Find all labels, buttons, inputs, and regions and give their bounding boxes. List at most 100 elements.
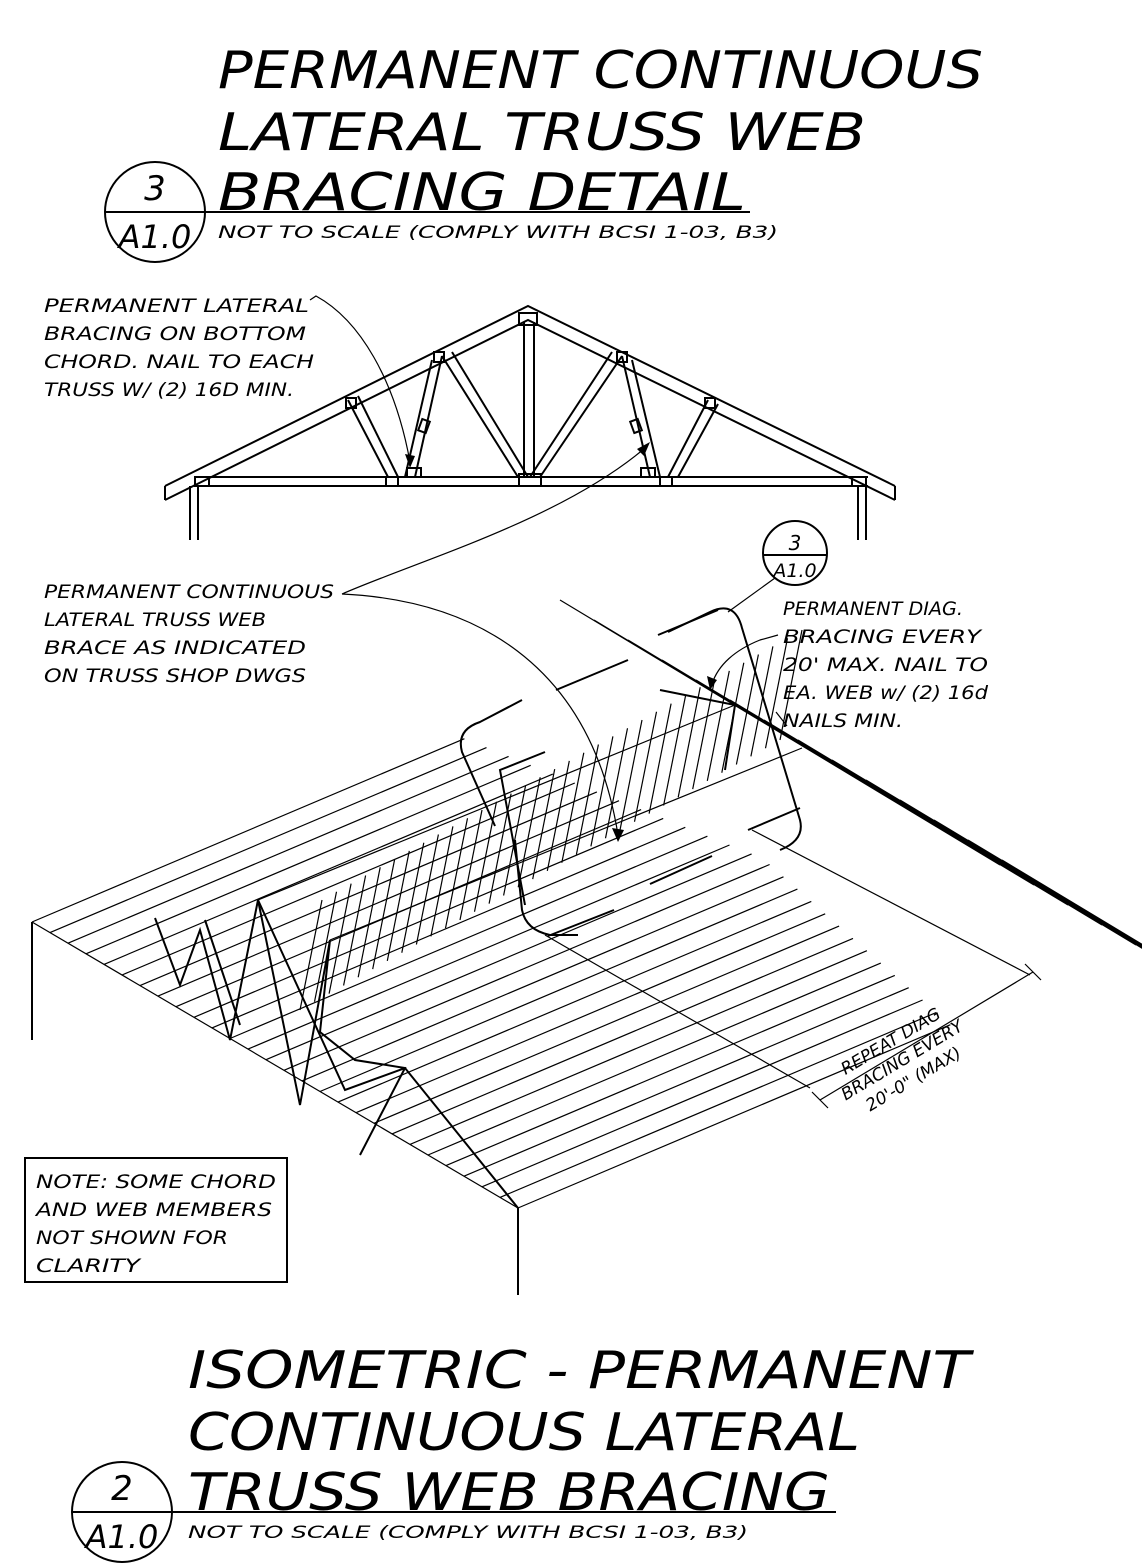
rafter-line (31, 738, 465, 923)
top-title-line-1: PERMANENT CONTINUOUS (218, 41, 983, 101)
web-hatch-line (604, 728, 629, 839)
rafter-line (933, 819, 1142, 946)
note-line-1: NOTE: SOME CHORD (36, 1171, 276, 1193)
rafter-line (463, 987, 909, 1177)
callout-bottom-chord-line-3: CHORD. NAIL TO EACH (44, 351, 314, 373)
rafter-line (517, 1024, 951, 1209)
bottom-title-line-3: TRUSS WEB BRACING (188, 1463, 830, 1523)
callout-diagonal-line-2: BRACING EVERY (783, 626, 983, 648)
rafter-line (797, 739, 1142, 948)
reference-bubble: 3 A1.0 (727, 520, 828, 613)
web-hatch-line (532, 768, 556, 880)
rafter-line (355, 913, 826, 1114)
web-hatch-line (299, 899, 323, 1011)
rafter-line (139, 791, 598, 987)
web-hatch-line (633, 711, 658, 822)
top-title-line-2: LATERAL TRUSS WEB (218, 103, 866, 163)
rafter-line (265, 853, 752, 1061)
top-title-line-3: BRACING DETAIL (218, 163, 746, 223)
note-line-3: NOT SHOWN FOR (36, 1227, 228, 1249)
rafter-line (49, 747, 487, 934)
ref-bubble-sheet: A1.0 (771, 560, 816, 582)
web-hatch-line (459, 809, 483, 921)
note-box: NOTE: SOME CHORD AND WEB MEMBERS NOT SHO… (24, 1157, 288, 1283)
web-hatch-line (313, 891, 338, 1002)
rafter-line (319, 888, 798, 1093)
web-hatch-line (764, 638, 789, 749)
callout-continuous-line-2: LATERAL TRUSS WEB (44, 609, 266, 631)
top-detail-bubble: 3 A1.0 (104, 161, 206, 263)
ref-bubble-number: 3 (789, 531, 802, 555)
rafter-line (67, 755, 509, 944)
diagonal-web-hatch (299, 629, 803, 1011)
callout-bottom-chord-line-1: PERMANENT LATERAL (44, 295, 309, 317)
rafter-line (301, 876, 784, 1082)
note-line-4: CLARITY (36, 1255, 142, 1277)
arrowhead (612, 828, 624, 842)
web-hatch-line (386, 850, 410, 962)
callout-diagonal-line-3: 20' MAX. NAIL TO (783, 654, 988, 676)
rafter-line (499, 1011, 937, 1198)
web-hatch-line (328, 883, 352, 994)
rafter-line (763, 719, 1142, 949)
callout-diagonal-line-5: NAILS MIN. (783, 710, 903, 732)
arrowhead (405, 454, 415, 468)
web-hatch-line (473, 801, 498, 912)
rafter-line (211, 826, 686, 1029)
rafter-line (831, 759, 1142, 948)
rafter-line (121, 782, 576, 976)
web-hatch-line (546, 760, 570, 872)
rafter-line (247, 844, 730, 1050)
rafter-line (427, 962, 882, 1156)
web-hatch-line (517, 777, 541, 888)
rafter-line (229, 835, 708, 1040)
top-detail-title-block: PERMANENT CONTINUOUS LATERAL TRUSS WEB B… (104, 41, 983, 263)
callout-continuous-line-4: ON TRUSS SHOP DWGS (44, 665, 306, 687)
top-bubble-sheet: A1.0 (117, 218, 192, 256)
web-hatch-line (357, 867, 381, 978)
rafter-line (283, 863, 770, 1071)
rafter-line (391, 937, 854, 1135)
rafter-line (1001, 859, 1142, 946)
top-bubble-number: 3 (144, 169, 166, 209)
web-hatch-line (750, 646, 774, 757)
rafter-line (157, 800, 620, 997)
note-line-2: AND WEB MEMBERS (34, 1199, 272, 1221)
bottom-detail-title-block: ISOMETRIC - PERMANENT CONTINUOUS LATERAL… (71, 1341, 975, 1563)
callout-continuous-bracing: PERMANENT CONTINUOUS LATERAL TRUSS WEB B… (44, 442, 650, 842)
callout-continuous-line-3: BRACE AS INDICATED (44, 637, 306, 659)
truss-elevation (164, 304, 896, 540)
bottom-bubble-number: 2 (111, 1469, 133, 1509)
bottom-subtitle: NOT TO SCALE (COMPLY WITH BCSI 1-03, B3) (188, 1523, 748, 1543)
bottom-title-line-2: CONTINUOUS LATERAL (188, 1403, 860, 1463)
arrowhead (707, 676, 717, 690)
rafter-line (337, 900, 812, 1103)
bottom-bubble-sheet: A1.0 (84, 1518, 159, 1556)
callout-continuous-line-1: PERMANENT CONTINUOUS (44, 581, 334, 603)
callout-diagonal-line-1: PERMANENT DIAG. (783, 598, 963, 620)
rafter-line (967, 839, 1142, 946)
rafter-line (103, 773, 554, 965)
rafter-line (373, 925, 840, 1124)
callout-diagonal-bracing: PERMANENT DIAG. BRACING EVERY 20' MAX. N… (707, 598, 989, 732)
callout-diagonal-line-4: EA. WEB w/ (2) 16d (783, 682, 989, 704)
web-hatch-line (590, 736, 614, 847)
bottom-detail-bubble: 2 A1.0 (71, 1461, 173, 1563)
web-hatch-line (401, 842, 425, 953)
bottom-title-line-1: ISOMETRIC - PERMANENT (188, 1341, 975, 1401)
callout-bottom-chord-bracing: PERMANENT LATERAL BRACING ON BOTTOM CHOR… (44, 295, 415, 468)
callout-bottom-chord-line-2: BRACING ON BOTTOM (44, 323, 306, 345)
web-hatch-line (677, 687, 701, 798)
web-hatch-line (415, 834, 439, 945)
rafter-lines (31, 599, 1142, 1209)
web-hatch-line (430, 826, 454, 937)
rafter-line (865, 779, 1142, 947)
isometric-roof-view (31, 599, 1142, 1295)
rafter-line (409, 950, 868, 1145)
top-subtitle: NOT TO SCALE (COMPLY WITH BCSI 1-03, B3) (218, 223, 778, 243)
web-hatch-line (663, 695, 687, 806)
web-hatch-line (648, 703, 672, 814)
rafter-line (193, 817, 664, 1018)
web-hatch-line (619, 719, 643, 831)
